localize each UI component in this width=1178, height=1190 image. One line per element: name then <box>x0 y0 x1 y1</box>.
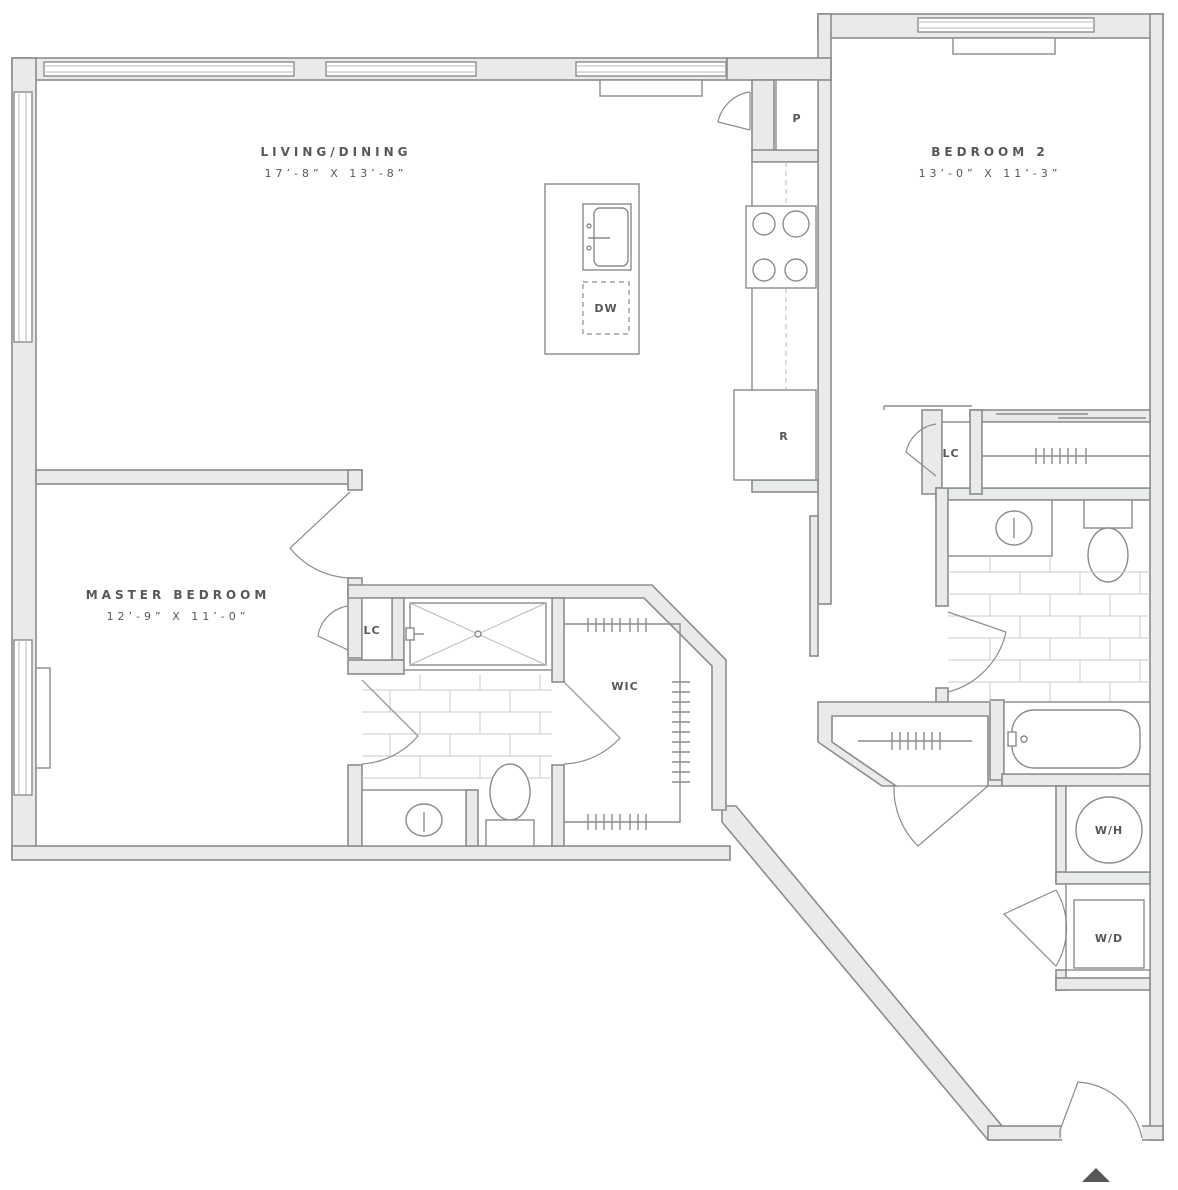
laundry-door <box>1002 889 1068 967</box>
entry <box>1059 1081 1143 1182</box>
master-bath <box>361 597 553 847</box>
master-toilet <box>489 763 531 821</box>
hall-closet <box>858 732 989 847</box>
refrigerator-label: R <box>779 430 788 443</box>
living-dining-name: LIVING/DINING <box>261 145 412 159</box>
wic-shelf-top <box>587 618 647 632</box>
wic-shelf-bottom <box>587 814 647 830</box>
bath-2-toilet-tank <box>1083 499 1133 529</box>
walk-in-closet: WIC <box>563 618 690 830</box>
bedroom-2-closet <box>981 421 1151 489</box>
pantry-label: P <box>792 112 801 125</box>
water-heater <box>1075 796 1143 864</box>
wic-door <box>563 681 621 765</box>
pantry <box>775 79 819 151</box>
bath-2-door <box>947 611 1007 693</box>
bedroom-2-linen-closet-label: LC <box>942 447 959 460</box>
dishwasher-label: DW <box>594 302 617 315</box>
wic-label: WIC <box>611 680 638 693</box>
master-bath-tiles <box>362 674 552 779</box>
wall-bottom-master <box>11 845 731 861</box>
master-bedroom-name: MASTER BEDROOM <box>86 588 271 602</box>
bedroom-2-size: 13’-0” X 11’-3” <box>919 167 1062 180</box>
wall-bed2-left <box>817 13 832 605</box>
bedroom-2: BEDROOM 2 13’-0” X 11’-3” LC <box>883 145 1151 489</box>
refrigerator <box>733 389 817 481</box>
pantry-door <box>717 91 751 131</box>
dishwasher <box>582 281 630 335</box>
bath-2-tiles <box>948 556 1150 702</box>
wall-top-kitchen <box>726 57 832 81</box>
wic-shelf-right <box>672 681 690 783</box>
exterior-walls <box>11 13 1164 1141</box>
master-linen-closet <box>361 597 393 661</box>
bath-2-toilet <box>1087 527 1129 583</box>
bath-2 <box>947 499 1151 775</box>
master-bedroom-size: 12’-9” X 11’-0” <box>107 610 250 623</box>
bedroom-2-linen-closet <box>941 421 971 489</box>
north-arrow-icon <box>1082 1168 1110 1182</box>
master-linen-closet-label: LC <box>363 624 380 637</box>
master-door <box>289 491 351 579</box>
wall-right <box>1149 13 1164 1141</box>
water-heater-label: W/H <box>1095 824 1123 837</box>
master-bedroom: MASTER BEDROOM 12’-9” X 11’-0” LC <box>86 491 393 661</box>
master-bath-door <box>361 679 419 765</box>
laundry: W/H W/D <box>1002 785 1151 971</box>
bedroom-2-closet-rod <box>1035 448 1087 464</box>
living-dining-size: 17’-8” X 13’-8” <box>265 167 408 180</box>
entry-door <box>1059 1081 1143 1139</box>
washer-dryer-label: W/D <box>1095 932 1123 945</box>
windows <box>13 17 1095 796</box>
wall-diagonal <box>721 805 1003 1141</box>
bedroom-2-name: BEDROOM 2 <box>931 145 1048 159</box>
washer-dryer <box>1073 899 1145 969</box>
hall-closet-door <box>893 785 989 847</box>
kitchen: DW R P <box>544 79 819 481</box>
